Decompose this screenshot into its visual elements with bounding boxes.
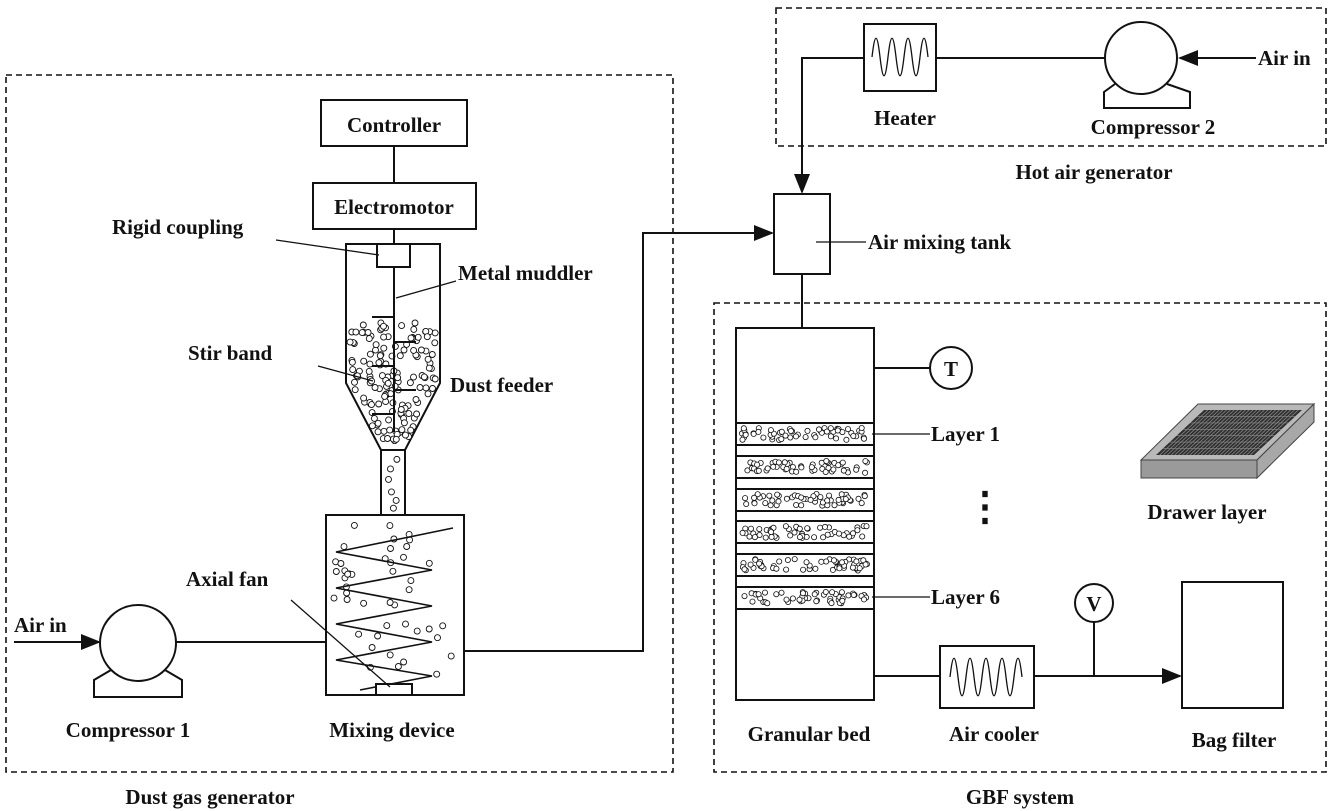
air-cooler-box (939, 645, 1035, 709)
thermometer-gauge (929, 346, 973, 390)
mixing-device-label: Mixing device (329, 718, 454, 742)
dust-gas-generator-frame (5, 74, 674, 773)
compressor-1-stand (93, 669, 183, 698)
hot-air-to-tank-pipe (794, 57, 864, 194)
controller-label: Controller (347, 113, 441, 137)
layer-6-label: Layer 6 (931, 585, 1000, 609)
drawer-layer-label: Drawer layer (1147, 500, 1266, 524)
compressor-1-circle (99, 604, 177, 682)
bed-layer-1 (735, 422, 875, 446)
air-cooler-coil (949, 657, 1023, 697)
voltmeter-gauge (1074, 583, 1114, 623)
metal-muddler-leader (395, 280, 457, 299)
mixing-device-particles (330, 521, 455, 678)
mixing-spiral (335, 527, 454, 691)
bag-filter-box (1181, 581, 1284, 709)
air-in-right-label: Air in (1258, 46, 1311, 70)
layer-ellipsis: ⋮ (965, 484, 1005, 529)
dust-gas-generator-title: Dust gas generator (125, 785, 294, 809)
stir-band-leader (317, 365, 374, 382)
layer-1-label: Layer 1 (931, 422, 1000, 446)
compressor-2-stand (1103, 83, 1191, 109)
feed-pipe-particles (385, 455, 401, 512)
electromotor-label: Electromotor (334, 195, 454, 219)
hot-air-generator-title: Hot air generator (1015, 160, 1172, 184)
stir-bands (372, 316, 416, 415)
bed-layer-3 (735, 488, 875, 512)
gbf-system-frame (713, 302, 1327, 773)
voltmeter-label: V (1086, 592, 1101, 616)
compressor-2-label: Compressor 2 (1091, 115, 1216, 139)
rigid-coupling-box (376, 243, 411, 268)
rigid-coupling-leader (275, 239, 380, 256)
hot-air-generator-frame (775, 7, 1327, 147)
bag-filter-label: Bag filter (1192, 728, 1277, 752)
granular-bed-column (735, 327, 875, 701)
compressor-2-circle (1104, 21, 1178, 95)
heater-coil (871, 37, 929, 77)
air-in-left-label: Air in (14, 613, 67, 637)
axial-fan-label: Axial fan (186, 567, 269, 591)
heater-box (863, 23, 937, 92)
bed-layer-2 (735, 455, 875, 479)
stir-band-label: Stir band (188, 341, 273, 365)
dust-feeder-particles (346, 319, 439, 445)
air-mixing-tank-box (773, 193, 831, 275)
granular-bed-layers (735, 422, 875, 610)
axial-fan-icon (375, 683, 413, 696)
drawer-layer-icon (1139, 402, 1316, 480)
heater-label: Heater (874, 106, 936, 130)
bed-layer-5 (735, 553, 875, 577)
metal-muddler-label: Metal muddler (458, 261, 593, 285)
granular-bed-label: Granular bed (748, 722, 871, 746)
compressor-1-label: Compressor 1 (66, 718, 191, 742)
bed-layer-4 (735, 520, 875, 544)
bed-layer-6 (735, 586, 875, 610)
dust-gas-to-tank-pipe (464, 225, 774, 652)
thermometer-label: T (944, 357, 958, 381)
electromotor-box (312, 182, 477, 230)
rigid-coupling-label: Rigid coupling (112, 215, 244, 239)
dust-feeder-label: Dust feeder (450, 373, 553, 397)
air-cooler-label: Air cooler (949, 722, 1039, 746)
axial-fan-leader (290, 599, 391, 688)
gbf-system-title: GBF system (966, 785, 1075, 809)
air-mixing-tank-label: Air mixing tank (868, 230, 1011, 254)
